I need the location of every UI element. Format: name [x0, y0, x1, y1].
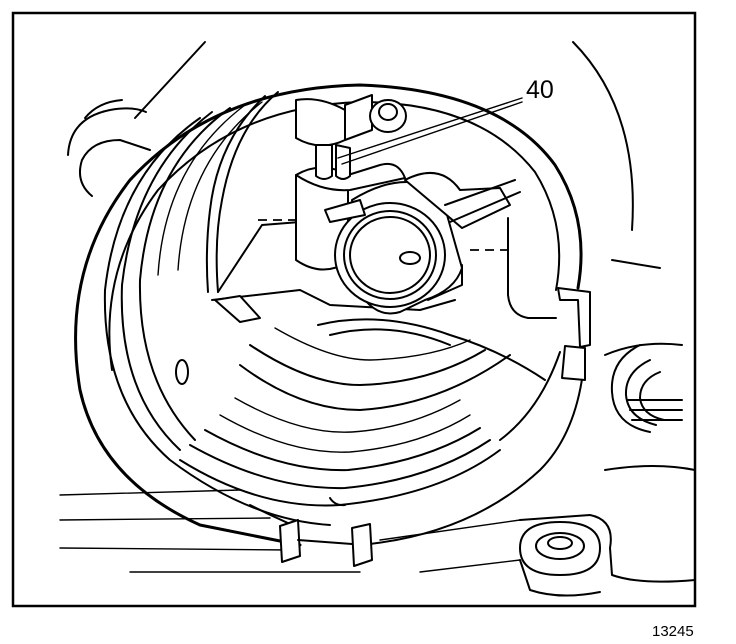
- clutch-plates: [103, 101, 561, 526]
- bolt-boss: [519, 521, 601, 576]
- callout-leader-line-2: [341, 101, 523, 165]
- servo-piston: [324, 172, 521, 315]
- side-gear-stack: [610, 344, 683, 433]
- figure-number: 13245: [652, 623, 694, 640]
- housing-casting: [59, 41, 696, 597]
- callout-leader-line: [337, 97, 523, 159]
- illustration-frame: [11, 11, 697, 608]
- callout-label: 40: [526, 76, 554, 104]
- inner-housing: [205, 91, 557, 323]
- snap-ring-ends: [279, 519, 373, 567]
